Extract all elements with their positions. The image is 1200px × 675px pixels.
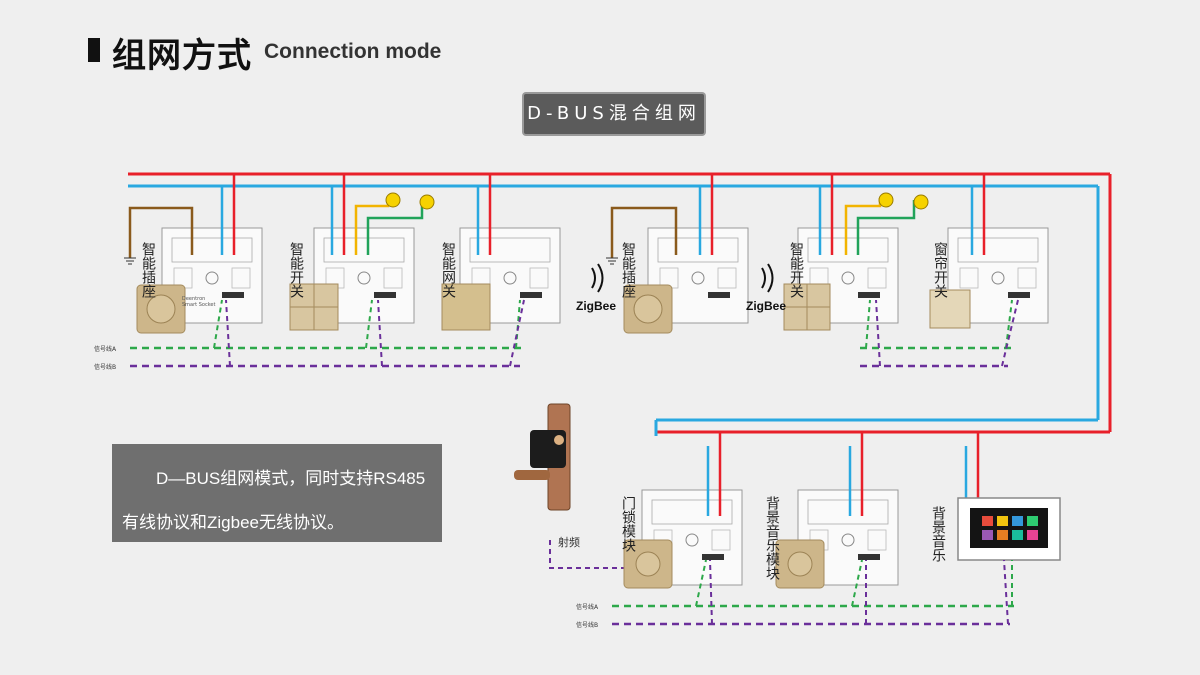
label-smart-gateway: 智能网关 (440, 242, 456, 298)
signal-a-label-top: 信号线A (94, 345, 117, 353)
title-bar-marker (88, 38, 100, 62)
curtain-faceplate (929, 289, 971, 329)
bulb-icon (878, 192, 894, 208)
label-smart-socket-2: 智能插座 (620, 242, 636, 299)
brand-label: Deentron (182, 296, 205, 302)
brand-sub-label: Smart Socket (182, 302, 215, 308)
zigbee-label-1: ZigBee (576, 299, 616, 313)
label-door-lock-module: 门锁模块 (620, 496, 636, 552)
svg-text:背景音乐模块: 背景音乐模块 (764, 496, 780, 580)
page-title: 组网方式 (112, 36, 252, 76)
rf-label: 射频 (558, 535, 580, 549)
label-smart-switch-2: 智能开关 (788, 242, 804, 298)
label-smart-socket-1: 智能插座 (140, 242, 156, 299)
svg-text:背景音乐: 背景音乐 (930, 506, 946, 562)
svg-text:智能插座: 智能插座 (620, 242, 636, 299)
signal-b-label-top: 信号线B (94, 363, 116, 371)
gateway-faceplate (441, 283, 491, 331)
description-line-2: 有线协议和Zigbee无线协议。 (122, 513, 344, 532)
wireless-icon (761, 263, 774, 293)
zigbee-label-2: ZigBee (746, 299, 786, 313)
svg-text:窗帘开关: 窗帘开关 (932, 241, 948, 298)
svg-text:智能插座: 智能插座 (140, 242, 156, 299)
wireless-icon (591, 263, 604, 293)
bulb-icon (419, 194, 435, 210)
svg-text:智能网关: 智能网关 (440, 242, 456, 298)
page-subtitle: Connection mode (264, 40, 442, 63)
label-bg-music-module: 背景音乐模块 (764, 496, 780, 580)
door-lock-image (514, 403, 571, 511)
label-curtain-switch: 窗帘开关 (932, 241, 948, 298)
svg-text:智能开关: 智能开关 (288, 242, 304, 298)
svg-text:门锁模块: 门锁模块 (620, 496, 636, 552)
signal-a-label-bottom: 信号线A (576, 603, 599, 611)
bulb-icon (913, 194, 929, 210)
description-box: D—BUS组网模式，同时支持RS485 有线协议和Zigbee无线协议。 (112, 444, 442, 542)
signal-b-label-bottom: 信号线B (576, 621, 598, 629)
svg-text:智能开关: 智能开关 (788, 242, 804, 298)
bulb-icon (385, 192, 401, 208)
label-smart-switch-1: 智能开关 (288, 242, 304, 298)
network-type-badge: D-BUS混合组网 (524, 94, 704, 134)
device-bg-music-panel (957, 497, 1061, 561)
description-line-1: D—BUS组网模式，同时支持RS485 (156, 469, 426, 488)
label-bg-music: 背景音乐 (930, 506, 946, 562)
